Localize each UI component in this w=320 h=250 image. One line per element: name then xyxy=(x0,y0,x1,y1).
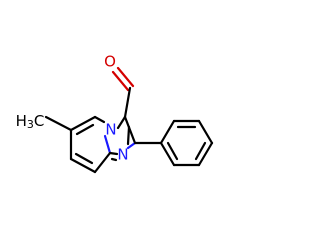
phenyl-inner-2 xyxy=(194,141,207,161)
aldehyde-double-bond-2 xyxy=(116,66,135,88)
bond-c9-c8 xyxy=(93,151,112,174)
bond-c8-c7-inner xyxy=(74,152,94,165)
oxygen-atom-label: O xyxy=(104,53,116,71)
aldehyde-to-ring-bond xyxy=(123,86,132,119)
phenyl-bond-3 xyxy=(197,119,214,145)
bond-c6-c5-inner xyxy=(75,123,95,136)
bond-c6-c5 xyxy=(69,115,97,132)
molecule-structure-diagram: O N N H3C xyxy=(16,53,214,174)
bond-n1-c9-inner xyxy=(110,157,118,162)
bond-n-c9 xyxy=(103,134,112,155)
methyl-group-label: H3C xyxy=(16,112,45,132)
methyl-bond xyxy=(44,115,73,132)
phenyl-inner-3 xyxy=(166,141,179,161)
bond-c2-n1 xyxy=(126,141,137,150)
methyl-suffix: C xyxy=(34,112,44,130)
bond-c8-c7 xyxy=(69,157,97,174)
bond-c5-n xyxy=(93,115,106,124)
phenyl-bond-4 xyxy=(197,141,214,167)
bond-c3-c2 xyxy=(123,115,137,145)
bond-n-c3 xyxy=(116,115,127,130)
methyl-subscript: 3 xyxy=(27,118,34,131)
bond-c3-c2-inner xyxy=(126,125,131,146)
ring-nitrogen-atom-label: N xyxy=(117,146,128,164)
bridge-nitrogen-atom-label: N xyxy=(105,121,116,139)
aldehyde-double-bond-1 xyxy=(111,70,130,92)
bond-n1-c9 xyxy=(108,151,119,156)
methyl-prefix: H xyxy=(16,112,27,130)
phenyl-bond-6 xyxy=(159,141,176,167)
phenyl-bond-1 xyxy=(159,119,176,145)
